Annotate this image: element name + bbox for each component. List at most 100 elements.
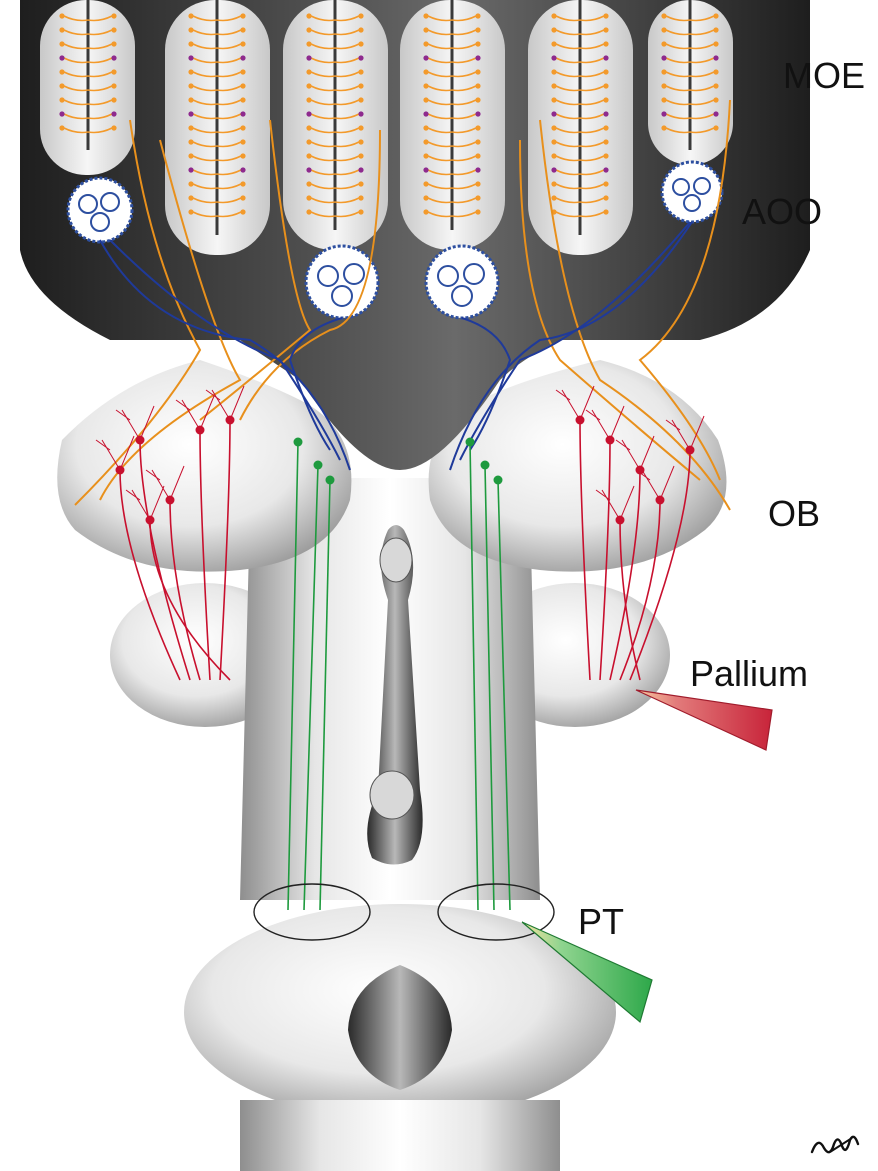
- receptor-knob: [475, 209, 480, 214]
- projection-cell-body: [326, 476, 335, 485]
- receptor-knob: [240, 167, 245, 172]
- receptor-knob: [423, 195, 428, 200]
- receptor-knob: [475, 97, 480, 102]
- receptor-knob: [188, 13, 193, 18]
- receptor-knob: [603, 195, 608, 200]
- mitral-cell-body: [196, 426, 205, 435]
- receptor-knob: [661, 55, 666, 60]
- receptor-knob: [358, 139, 363, 144]
- mitral-cell-body: [146, 516, 155, 525]
- receptor-knob: [713, 125, 718, 130]
- projection-cell-body: [481, 461, 490, 470]
- receptor-knob: [358, 125, 363, 130]
- receptor-knob: [111, 13, 116, 18]
- receptor-knob: [475, 27, 480, 32]
- receptor-knob: [188, 209, 193, 214]
- receptor-knob: [111, 27, 116, 32]
- receptor-knob: [475, 195, 480, 200]
- receptor-knob: [551, 55, 556, 60]
- receptor-knob: [475, 139, 480, 144]
- receptor-knob: [358, 181, 363, 186]
- receptor-knob: [423, 83, 428, 88]
- receptor-knob: [603, 181, 608, 186]
- receptor-knob: [661, 83, 666, 88]
- receptor-knob: [551, 139, 556, 144]
- receptor-knob: [713, 27, 718, 32]
- receptor-knob: [603, 111, 608, 116]
- receptor-knob: [240, 55, 245, 60]
- receptor-knob: [240, 83, 245, 88]
- receptor-knob: [475, 55, 480, 60]
- receptor-knob: [240, 153, 245, 158]
- receptor-knob: [188, 125, 193, 130]
- projection-cell-body: [294, 438, 303, 447]
- receptor-knob: [358, 13, 363, 18]
- receptor-knob: [603, 41, 608, 46]
- mitral-cell-body: [136, 436, 145, 445]
- receptor-knob: [475, 69, 480, 74]
- label-moe: MOE: [783, 58, 865, 94]
- receptor-knob: [551, 111, 556, 116]
- receptor-knob: [306, 125, 311, 130]
- receptor-knob: [713, 13, 718, 18]
- receptor-knob: [603, 13, 608, 18]
- receptor-knob: [240, 195, 245, 200]
- receptor-knob: [423, 153, 428, 158]
- receptor-knob: [713, 41, 718, 46]
- mitral-cell-body: [656, 496, 665, 505]
- receptor-knob: [111, 83, 116, 88]
- receptor-knob: [59, 125, 64, 130]
- receptor-knob: [240, 209, 245, 214]
- receptor-knob: [59, 111, 64, 116]
- receptor-knob: [603, 97, 608, 102]
- receptor-knob: [603, 153, 608, 158]
- receptor-knob: [475, 125, 480, 130]
- receptor-knob: [358, 167, 363, 172]
- receptor-knob: [188, 69, 193, 74]
- receptor-knob: [306, 69, 311, 74]
- mitral-cell-body: [166, 496, 175, 505]
- receptor-knob: [661, 69, 666, 74]
- receptor-knob: [188, 181, 193, 186]
- label-pallium: Pallium: [690, 656, 808, 692]
- receptor-knob: [475, 111, 480, 116]
- label-pt: PT: [578, 904, 624, 940]
- receptor-knob: [358, 111, 363, 116]
- receptor-knob: [603, 69, 608, 74]
- receptor-knob: [306, 41, 311, 46]
- receptor-knob: [358, 83, 363, 88]
- receptor-knob: [306, 139, 311, 144]
- receptor-knob: [188, 153, 193, 158]
- receptor-knob: [661, 13, 666, 18]
- receptor-knob: [713, 97, 718, 102]
- receptor-knob: [603, 139, 608, 144]
- receptor-knob: [111, 125, 116, 130]
- receptor-knob: [306, 195, 311, 200]
- receptor-knob: [358, 55, 363, 60]
- receptor-knob: [551, 83, 556, 88]
- receptor-knob: [423, 209, 428, 214]
- receptor-knob: [713, 69, 718, 74]
- receptor-knob: [603, 167, 608, 172]
- receptor-knob: [475, 153, 480, 158]
- receptor-knob: [59, 55, 64, 60]
- receptor-knob: [475, 167, 480, 172]
- receptor-knob: [423, 13, 428, 18]
- receptor-knob: [306, 181, 311, 186]
- receptor-knob: [111, 97, 116, 102]
- mitral-cell-body: [606, 436, 615, 445]
- receptor-knob: [111, 55, 116, 60]
- receptor-knob: [661, 27, 666, 32]
- receptor-knob: [188, 55, 193, 60]
- aoo-cluster: [662, 162, 722, 222]
- receptor-knob: [423, 167, 428, 172]
- receptor-knob: [551, 167, 556, 172]
- receptor-knob: [240, 69, 245, 74]
- receptor-knob: [358, 27, 363, 32]
- receptor-knob: [306, 97, 311, 102]
- receptor-knob: [188, 83, 193, 88]
- receptor-knob: [188, 41, 193, 46]
- receptor-knob: [240, 13, 245, 18]
- mitral-cell-body: [226, 416, 235, 425]
